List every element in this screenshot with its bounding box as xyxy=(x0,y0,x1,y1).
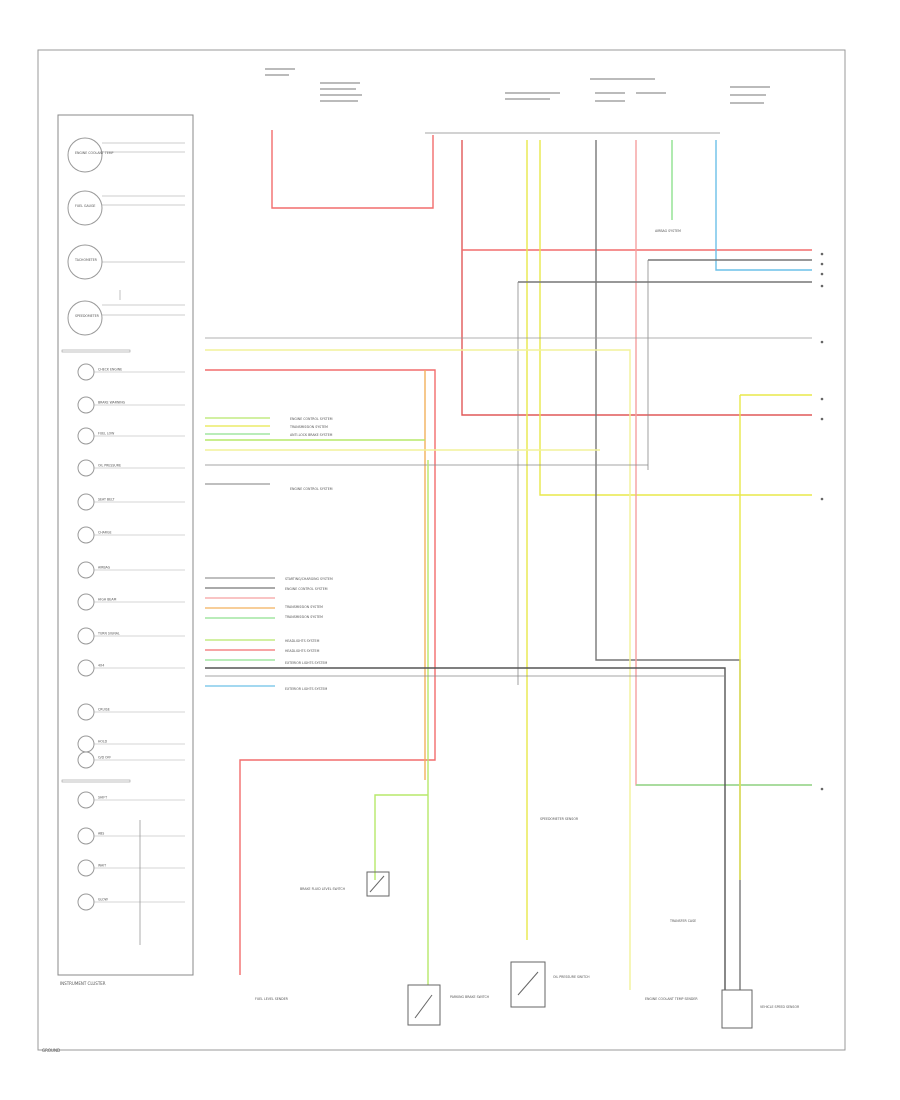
indicator-lamp-icon xyxy=(77,627,95,645)
svg-text:HEADLIGHTS SYSTEM: HEADLIGHTS SYSTEM xyxy=(285,639,320,643)
indicator-lamp-icon xyxy=(77,751,95,769)
wire-yellow xyxy=(205,349,631,990)
indicator-label: CHECK ENGINE xyxy=(98,368,122,372)
wire-gray xyxy=(205,667,726,990)
indicator-lamp-icon xyxy=(77,791,95,809)
vehicle-speed-sensor xyxy=(721,989,753,1029)
terminal-dot xyxy=(820,417,824,421)
wire-red xyxy=(461,140,812,416)
gauge-icon xyxy=(67,190,103,226)
gauge-label: SPEEDOMETER xyxy=(75,314,100,318)
indicator-label: O/D OFF xyxy=(98,756,111,760)
indicator-label: GLOW xyxy=(98,898,109,902)
svg-text:SPEEDOMETER SENSOR: SPEEDOMETER SENSOR xyxy=(540,817,579,821)
gauge-icon xyxy=(67,300,103,336)
terminal-dot xyxy=(820,497,824,501)
terminal-dot xyxy=(820,252,824,256)
top-labels xyxy=(265,68,770,104)
terminal-dot xyxy=(820,397,824,401)
indicator-lamp-icon xyxy=(77,526,95,544)
svg-text:TRANSFER CASE: TRANSFER CASE xyxy=(669,919,696,923)
wire-group xyxy=(205,130,812,990)
footer-label: GROUND xyxy=(42,1048,60,1053)
terminal-dot xyxy=(820,787,824,791)
indicator-lamp-icon xyxy=(77,703,95,721)
indicator-lamp-icon xyxy=(77,893,95,911)
indicator-lamp-icon xyxy=(77,735,95,753)
svg-text:ENGINE COOLANT TEMP SENDER: ENGINE COOLANT TEMP SENDER xyxy=(645,997,698,1001)
svg-text:FUEL LEVEL SENDER: FUEL LEVEL SENDER xyxy=(255,997,289,1001)
svg-text:ENGINE CONTROL SYSTEM: ENGINE CONTROL SYSTEM xyxy=(285,587,328,591)
right-terminals xyxy=(820,252,824,791)
wire-red xyxy=(205,369,436,975)
indicator-lamp-icon xyxy=(77,363,95,381)
gauge-label: TACHOMETER xyxy=(74,258,98,262)
indicator-lamp-icon xyxy=(77,561,95,579)
svg-text:EXTERIOR LIGHTS SYSTEM: EXTERIOR LIGHTS SYSTEM xyxy=(285,687,328,691)
indicator-label: FUEL LOW xyxy=(98,432,115,436)
indicator-label: CHARGE xyxy=(98,531,112,535)
svg-text:BRAKE FLUID LEVEL SWITCH: BRAKE FLUID LEVEL SWITCH xyxy=(300,887,346,891)
svg-text:STARTING/CHARGING SYSTEM: STARTING/CHARGING SYSTEM xyxy=(285,577,333,581)
connector-stubs xyxy=(205,417,275,687)
left-connector-labels: ENGINE CONTROL SYSTEM TRANSMISSION SYSTE… xyxy=(284,417,333,691)
wire-gray xyxy=(595,140,741,990)
indicator-lamps: CHECK ENGINE BRAKE WARNING FUEL LOW OIL PRE… xyxy=(77,363,185,911)
indicator-lamp-icon xyxy=(77,396,95,414)
instrument-cluster: ENGINE COOLANT TEMP FUEL GAUGE TACHOMETE… xyxy=(57,114,194,986)
indicator-label: 4X4 xyxy=(98,664,104,668)
svg-text:ENGINE CONTROL SYSTEM: ENGINE CONTROL SYSTEM xyxy=(290,487,333,491)
indicator-label: OIL PRESSURE xyxy=(98,464,121,468)
indicator-label: BRAKE WARNING xyxy=(98,401,126,405)
components: BRAKE FLUID LEVEL SWITCH PARKING BRAKE S… xyxy=(255,229,800,1029)
terminal-dot xyxy=(820,340,824,344)
gauge-label: FUEL GAUGE xyxy=(75,204,95,208)
brake-fluid-switch xyxy=(366,871,390,897)
gauge-label: ENGINE COOLANT TEMP xyxy=(75,151,114,155)
svg-text:ENGINE CONTROL SYSTEM: ENGINE CONTROL SYSTEM xyxy=(290,417,333,421)
indicator-label: TURN SIGNAL xyxy=(97,632,120,636)
terminal-dot xyxy=(820,262,824,266)
terminal-dot xyxy=(820,272,824,276)
svg-text:OIL PRESSURE SWITCH: OIL PRESSURE SWITCH xyxy=(553,975,590,979)
indicator-lamp-icon xyxy=(77,459,95,477)
svg-text:TRANSMISSION SYSTEM: TRANSMISSION SYSTEM xyxy=(289,425,328,429)
gauge-icon xyxy=(67,137,103,173)
indicator-label: AIRBAG xyxy=(98,566,111,570)
svg-text:EXTERIOR LIGHTS SYSTEM: EXTERIOR LIGHTS SYSTEM xyxy=(285,661,328,665)
indicator-lamp-icon xyxy=(77,493,95,511)
indicator-lamp-icon xyxy=(77,593,95,611)
gauge-icon xyxy=(67,244,103,280)
indicator-lamp-icon xyxy=(77,659,95,677)
svg-text:TRANSMISSION SYSTEM: TRANSMISSION SYSTEM xyxy=(284,605,323,609)
indicator-label: HIGH BEAM xyxy=(98,598,117,602)
svg-text:VEHICLE SPEED SENSOR: VEHICLE SPEED SENSOR xyxy=(760,1005,800,1009)
svg-text:PARKING BRAKE SWITCH: PARKING BRAKE SWITCH xyxy=(450,995,490,999)
cluster-label: INSTRUMENT CLUSTER xyxy=(60,981,106,986)
indicator-label: WAIT xyxy=(98,864,106,868)
svg-text:HEADLIGHTS SYSTEM: HEADLIGHTS SYSTEM xyxy=(285,649,320,653)
indicator-lamp-icon xyxy=(77,827,95,845)
wire-blue xyxy=(715,140,812,271)
indicator-label: HOLD xyxy=(98,740,108,744)
indicator-lamp-icon xyxy=(77,859,95,877)
svg-text:AIRBAG SYSTEM: AIRBAG SYSTEM xyxy=(655,229,681,233)
terminal-dot xyxy=(820,284,824,288)
svg-text:ANTI-LOCK BRAKE SYSTEM: ANTI-LOCK BRAKE SYSTEM xyxy=(290,433,333,437)
indicator-label: SHIFT xyxy=(98,796,107,800)
indicator-label: SEAT BELT xyxy=(98,498,114,502)
diagram-frame xyxy=(37,49,846,1051)
oil-pressure-switch xyxy=(510,961,546,1008)
svg-text:TRANSMISSION SYSTEM: TRANSMISSION SYSTEM xyxy=(284,615,323,619)
indicator-label: ABS xyxy=(98,832,104,836)
indicator-label: CRUISE xyxy=(98,708,110,712)
wire-yellow xyxy=(539,140,812,496)
indicator-lamp-icon xyxy=(77,427,95,445)
wire-red xyxy=(635,140,812,786)
wire-red xyxy=(271,130,434,209)
wire-lime xyxy=(374,794,428,880)
parking-brake-switch xyxy=(407,984,441,1026)
